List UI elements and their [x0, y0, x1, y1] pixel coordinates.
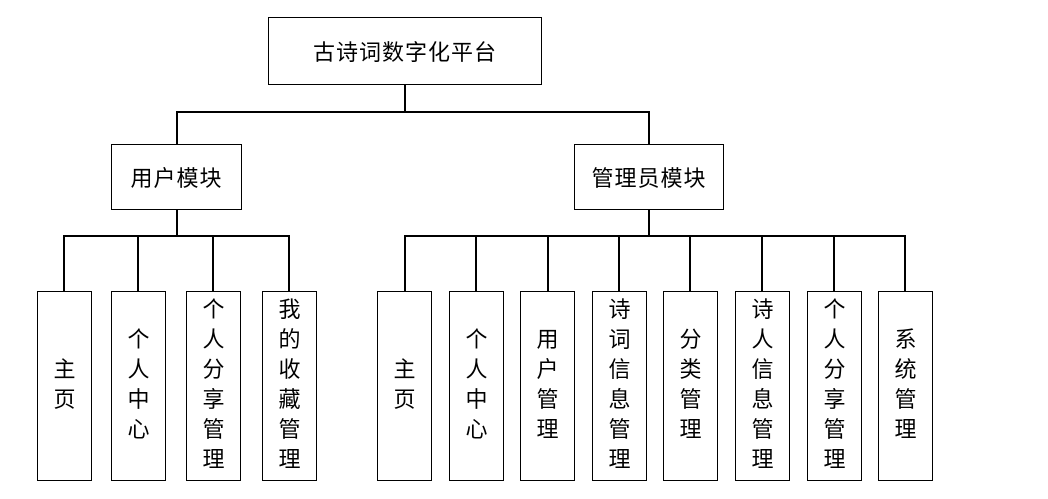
leaf-label: 分类管理 [679, 326, 701, 446]
leaf-label: 诗词信息管理 [608, 296, 630, 476]
leaf-label-char: 人 [465, 358, 488, 383]
leaf-label-char: 诗 [608, 298, 631, 323]
leaf-label-char: 理 [202, 448, 225, 473]
leaf-label-char: 个 [823, 298, 846, 323]
leaf-label-char: 人 [823, 328, 846, 353]
leaf-label: 用户管理 [536, 326, 558, 446]
leaf-label-char: 收 [278, 358, 301, 383]
leaf-label-char: 管 [679, 388, 702, 413]
leaf-label-char: 信 [608, 358, 631, 383]
leaf-label-char: 个 [202, 298, 225, 323]
user-leaf-node: 个人分享管理 [186, 291, 241, 481]
leaf-label-char: 心 [127, 418, 150, 443]
leaf-label-char: 理 [894, 418, 917, 443]
leaf-label-char: 理 [823, 448, 846, 473]
leaf-label: 诗人信息管理 [751, 296, 773, 476]
leaf-label-char: 中 [127, 388, 150, 413]
leaf-label-char: 管 [751, 418, 774, 443]
leaf-label-char: 人 [751, 328, 774, 353]
leaf-label-char: 息 [608, 388, 631, 413]
leaf-label-char: 管 [608, 418, 631, 443]
leaf-label-char: 个 [465, 328, 488, 353]
leaf-label-char: 系 [894, 328, 917, 353]
leaf-label-char: 分 [823, 358, 846, 383]
leaf-label-char: 用 [536, 328, 559, 353]
admin-leaf-node: 诗词信息管理 [592, 291, 647, 481]
admin-leaf-node: 个人中心 [449, 291, 504, 481]
leaf-label: 主页 [393, 356, 415, 416]
leaf-label-char: 中 [465, 388, 488, 413]
leaf-label-char: 词 [608, 328, 631, 353]
admin-leaf-node: 诗人信息管理 [735, 291, 790, 481]
leaf-label-char: 的 [278, 328, 301, 353]
leaf-label-char: 统 [894, 358, 917, 383]
leaf-label-char: 我 [278, 298, 301, 323]
leaf-label-char: 诗 [751, 298, 774, 323]
leaf-label-char: 管 [536, 388, 559, 413]
admin-leaf-node: 用户管理 [520, 291, 575, 481]
leaf-label: 个人中心 [465, 326, 487, 446]
user-module-label: 用户模块 [130, 167, 223, 192]
leaf-label: 系统管理 [894, 326, 916, 446]
admin-leaf-node: 主页 [377, 291, 432, 481]
leaf-label: 个人分享管理 [823, 296, 845, 476]
leaf-label-char: 理 [679, 418, 702, 443]
user-leaf-node: 主页 [37, 291, 92, 481]
leaf-label-char: 类 [679, 358, 702, 383]
leaf-label-char: 理 [536, 418, 559, 443]
admin-module-node: 管理员模块 [574, 144, 724, 210]
leaf-label-char: 管 [894, 388, 917, 413]
leaf-label-char: 信 [751, 358, 774, 383]
leaf-label-char: 户 [536, 358, 559, 383]
admin-module-label: 管理员模块 [591, 167, 707, 192]
leaf-label-char: 藏 [278, 388, 301, 413]
leaf-label-char: 管 [823, 418, 846, 443]
root-node: 古诗词数字化平台 [268, 17, 542, 85]
leaf-label-char: 理 [751, 448, 774, 473]
leaf-label-char: 页 [53, 388, 76, 413]
leaf-label-char: 人 [127, 358, 150, 383]
leaf-label-char: 个 [127, 328, 150, 353]
admin-leaf-node: 系统管理 [878, 291, 933, 481]
user-leaf-node: 个人中心 [111, 291, 166, 481]
leaf-label-char: 管 [278, 418, 301, 443]
leaf-label: 主页 [53, 356, 75, 416]
leaf-label-char: 主 [393, 358, 416, 383]
leaf-label-char: 分 [202, 358, 225, 383]
leaf-label-char: 享 [202, 388, 225, 413]
leaf-label-char: 心 [465, 418, 488, 443]
admin-leaf-node: 分类管理 [663, 291, 718, 481]
user-module-node: 用户模块 [111, 144, 242, 210]
leaf-label-char: 分 [679, 328, 702, 353]
leaf-label-char: 人 [202, 328, 225, 353]
root-node-label: 古诗词数字化平台 [312, 41, 497, 66]
leaf-label-char: 享 [823, 388, 846, 413]
leaf-label: 个人分享管理 [202, 296, 224, 476]
admin-leaf-node: 个人分享管理 [807, 291, 862, 481]
leaf-label-char: 理 [278, 448, 301, 473]
leaf-label-char: 管 [202, 418, 225, 443]
user-leaf-node: 我的收藏管理 [262, 291, 317, 481]
leaf-label-char: 息 [751, 388, 774, 413]
leaf-label: 我的收藏管理 [278, 296, 300, 476]
leaf-label-char: 页 [393, 388, 416, 413]
leaf-label: 个人中心 [127, 326, 149, 446]
leaf-label-char: 理 [608, 448, 631, 473]
leaf-label-char: 主 [53, 358, 76, 383]
